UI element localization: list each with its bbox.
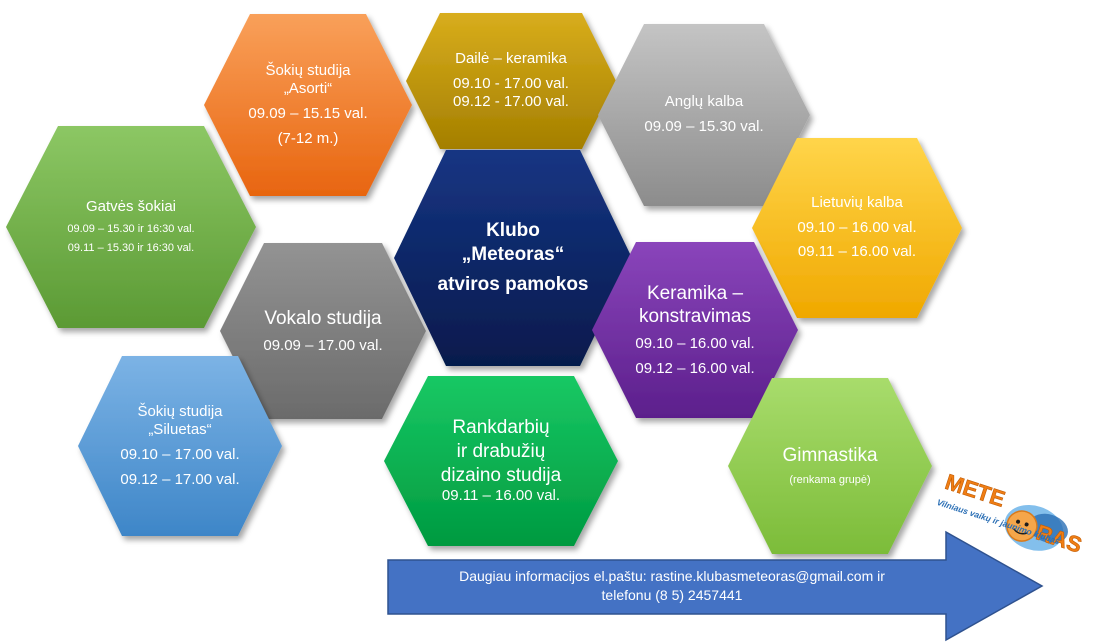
hex-time: 09.09 – 17.00 val.: [263, 336, 383, 354]
hex-title: konstravimas: [639, 306, 751, 328]
hexagon-shape: [598, 24, 810, 206]
center-club-name: „Meteoras“: [461, 244, 565, 266]
hexagon-shape: [592, 242, 798, 418]
hexagon-shape: [384, 376, 618, 546]
info-text: Daugiau informacijos el.paštu: rastine.k…: [392, 567, 952, 605]
hexagon-shape: [406, 13, 616, 149]
hexagon-shape: [220, 243, 426, 419]
hexagon-shape: [6, 126, 256, 328]
hex-time: 09.11 – 16.00 val.: [797, 243, 917, 261]
center-subtitle: atviros pamokos: [437, 273, 589, 295]
hex-title: Keramika –: [646, 282, 744, 304]
hex-subtitle: „Siluetas“: [148, 421, 212, 439]
hex-keramika-konstravimas: Keramika – konstravimas 09.10 – 16.00 va…: [592, 242, 798, 418]
hex-rankdarbiu-studija: Rankdarbių ir drabužių dizaino studija 0…: [384, 376, 618, 546]
hex-title: Vokalo studija: [264, 307, 382, 329]
hex-note: (renkama grupė): [789, 474, 871, 486]
hexagon-shape: [752, 138, 962, 318]
hex-time: 09.09 – 15.30 ir 16:30 val.: [67, 222, 195, 235]
hex-time: 09.12 - 17.00 val.: [453, 93, 569, 111]
hex-title: Šokių studija: [137, 402, 223, 420]
hex-sokiu-studija-asorti: Šokių studija „Asorti“ 09.09 – 15.15 val…: [204, 14, 412, 196]
hexagon-shape: [78, 356, 282, 536]
hex-time: 09.10 – 16.00 val.: [797, 218, 917, 236]
hex-gimnastika: Gimnastika (renkama grupė): [728, 378, 932, 554]
meteoras-logo: METE RAS Vilniaus vaikų ir jaunimo kluba…: [936, 470, 1086, 558]
hex-time: 09.10 – 16.00 val.: [635, 335, 755, 352]
info-email-line: Daugiau informacijos el.paštu: rastine.k…: [459, 568, 885, 584]
hex-age: (7-12 m.): [277, 129, 339, 147]
hex-title: dizaino studija: [440, 464, 562, 486]
center-title: Klubo: [486, 220, 540, 242]
hexagon-shape: [204, 14, 412, 196]
hex-center-klubo-meteoras: Klubo „Meteoras“ atviros pamokos: [394, 150, 632, 366]
hex-gatves-sokiai: Gatvės šokiai 09.09 – 15.30 ir 16:30 val…: [6, 126, 256, 328]
hexagon-shape: [728, 378, 932, 554]
hex-time: 09.12 – 16.00 val.: [635, 359, 755, 377]
hex-subtitle: „Asorti“: [283, 80, 333, 98]
info-arrow: [387, 530, 1044, 642]
hex-time: 09.12 – 17.00 val.: [120, 470, 240, 488]
hex-title: Anglų kalba: [664, 93, 744, 111]
hex-time: 09.11 – 16.00 val.: [441, 487, 561, 505]
hex-lietuviu-kalba: Lietuvių kalba 09.10 – 16.00 val. 09.11 …: [752, 138, 962, 318]
hex-title: ir drabužių: [456, 440, 546, 462]
hex-time: 09.10 - 17.00 val.: [453, 74, 569, 92]
hex-title: Lietuvių kalba: [811, 193, 903, 211]
info-phone-line: telefonu (8 5) 2457441: [601, 586, 743, 603]
hex-daile-keramika: Dailė – keramika 09.10 - 17.00 val. 09.1…: [406, 13, 616, 149]
hexagon-shape: [394, 150, 632, 366]
hex-title: Gatvės šokiai: [85, 197, 177, 215]
hex-anglu-kalba: Anglų kalba 09.09 – 15.30 val.: [598, 24, 810, 206]
hex-time: 09.09 – 15.30 val.: [644, 118, 764, 135]
hex-title: Šokių studija: [265, 61, 351, 79]
hex-time: 09.09 – 15.15 val.: [248, 105, 368, 122]
hex-vokalo-studija: Vokalo studija 09.09 – 17.00 val.: [220, 243, 426, 419]
hex-title: Gimnastika: [782, 445, 878, 467]
hex-time: 09.10 – 17.00 val.: [120, 446, 240, 463]
hex-title: Rankdarbių: [452, 417, 550, 438]
hex-title: Dailė – keramika: [455, 49, 567, 67]
hex-sokiu-studija-siluetas: Šokių studija „Siluetas“ 09.10 – 17.00 v…: [78, 356, 282, 536]
hex-time: 09.11 – 15.30 ir 16:30 val.: [67, 242, 195, 255]
